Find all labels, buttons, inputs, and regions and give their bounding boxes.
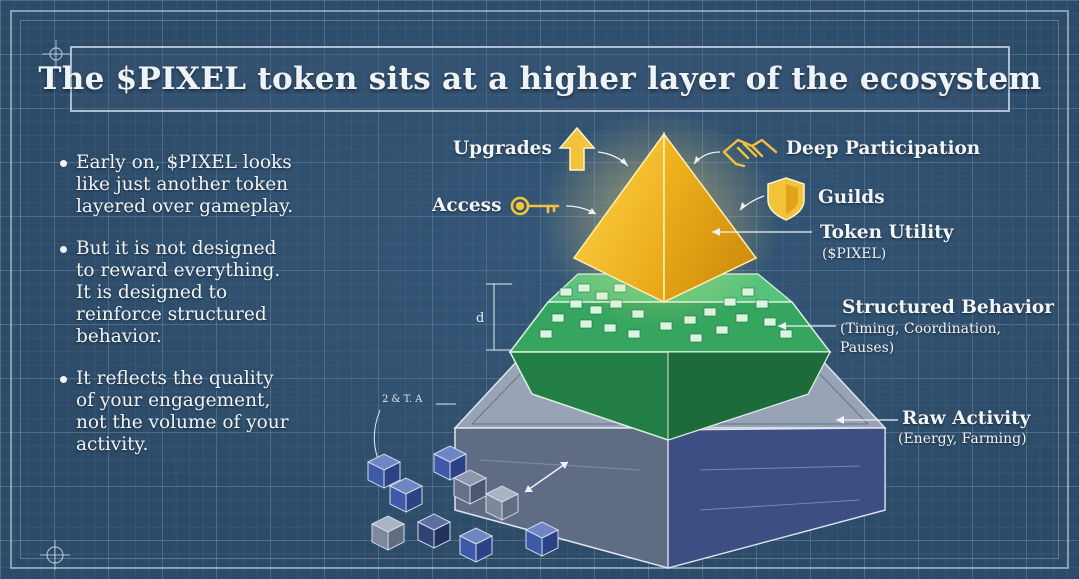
label-token-utility-sub: ($PIXEL) (822, 246, 886, 262)
label-raw-activity: Raw Activity (902, 408, 1030, 429)
label-deep-participation: Deep Participation (786, 138, 980, 159)
corner-annotation: 2 & T. A (382, 394, 423, 405)
cube-icon (372, 516, 404, 550)
cube-icon (418, 514, 450, 548)
dimension-marker (486, 284, 512, 350)
cube-icon (526, 522, 558, 556)
dimension-label: d (476, 311, 484, 326)
label-structured-behavior: Structured Behavior (842, 297, 1054, 318)
label-access: Access (432, 195, 501, 216)
cube-icon (486, 486, 518, 520)
label-upgrades: Upgrades (453, 138, 552, 159)
label-structured-behavior-sub: (Timing, Coordination, (840, 321, 1001, 337)
cube-icon (454, 470, 486, 504)
label-guilds: Guilds (818, 187, 885, 208)
label-raw-activity-sub: (Energy, Farming) (898, 431, 1027, 447)
cube-icon (460, 528, 492, 562)
label-token-utility: Token Utility (820, 222, 954, 243)
label-structured-behavior-sub: Pauses) (840, 340, 894, 356)
cube-icon (390, 478, 422, 512)
